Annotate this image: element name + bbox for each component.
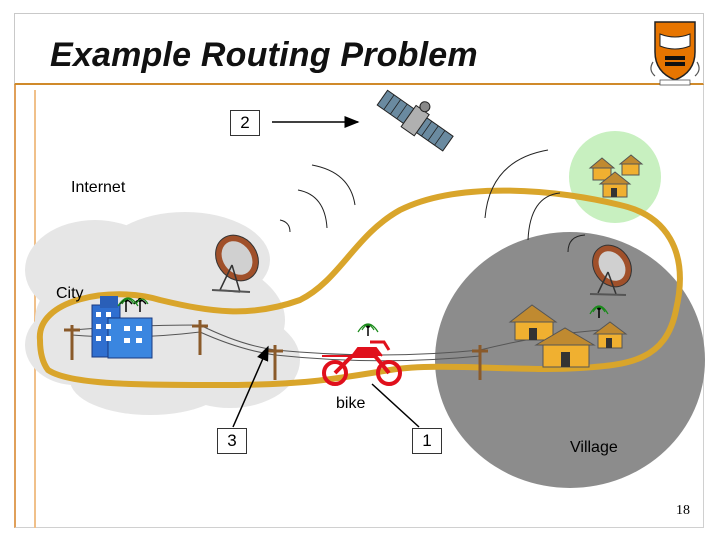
bike-label: bike [336,395,366,412]
arrow-3-to-pole [232,345,269,428]
motorbike-icon [322,323,402,386]
city-antenna-signal-icon [117,297,149,307]
internet-label: Internet [71,179,126,196]
slide-title: Example Routing Problem [50,36,478,74]
satellite-icon [376,89,454,152]
city-buildings-icon [91,296,153,359]
page-number: 18 [676,503,690,518]
village-label: Village [570,439,618,456]
utility-poles [64,320,488,380]
city-label: City [56,285,84,302]
city-satellite-dish-icon [211,234,259,293]
route-marker-2: 2 [230,110,260,136]
bike-route-loop [36,187,683,389]
frame-accent-line [34,90,36,528]
wireless-signal-arcs [279,149,586,253]
village-huts-icon [508,304,628,368]
remote-village-huts-icon [588,154,644,198]
princeton-shield-logo [650,21,700,86]
village-satellite-dish-icon [589,244,632,296]
route-marker-1: 1 [412,428,442,454]
title-bar [14,13,704,85]
village-antenna-icon [589,305,609,318]
content-frame [14,85,704,528]
route-marker-3: 3 [217,428,247,454]
line-1-to-bike [371,383,420,428]
